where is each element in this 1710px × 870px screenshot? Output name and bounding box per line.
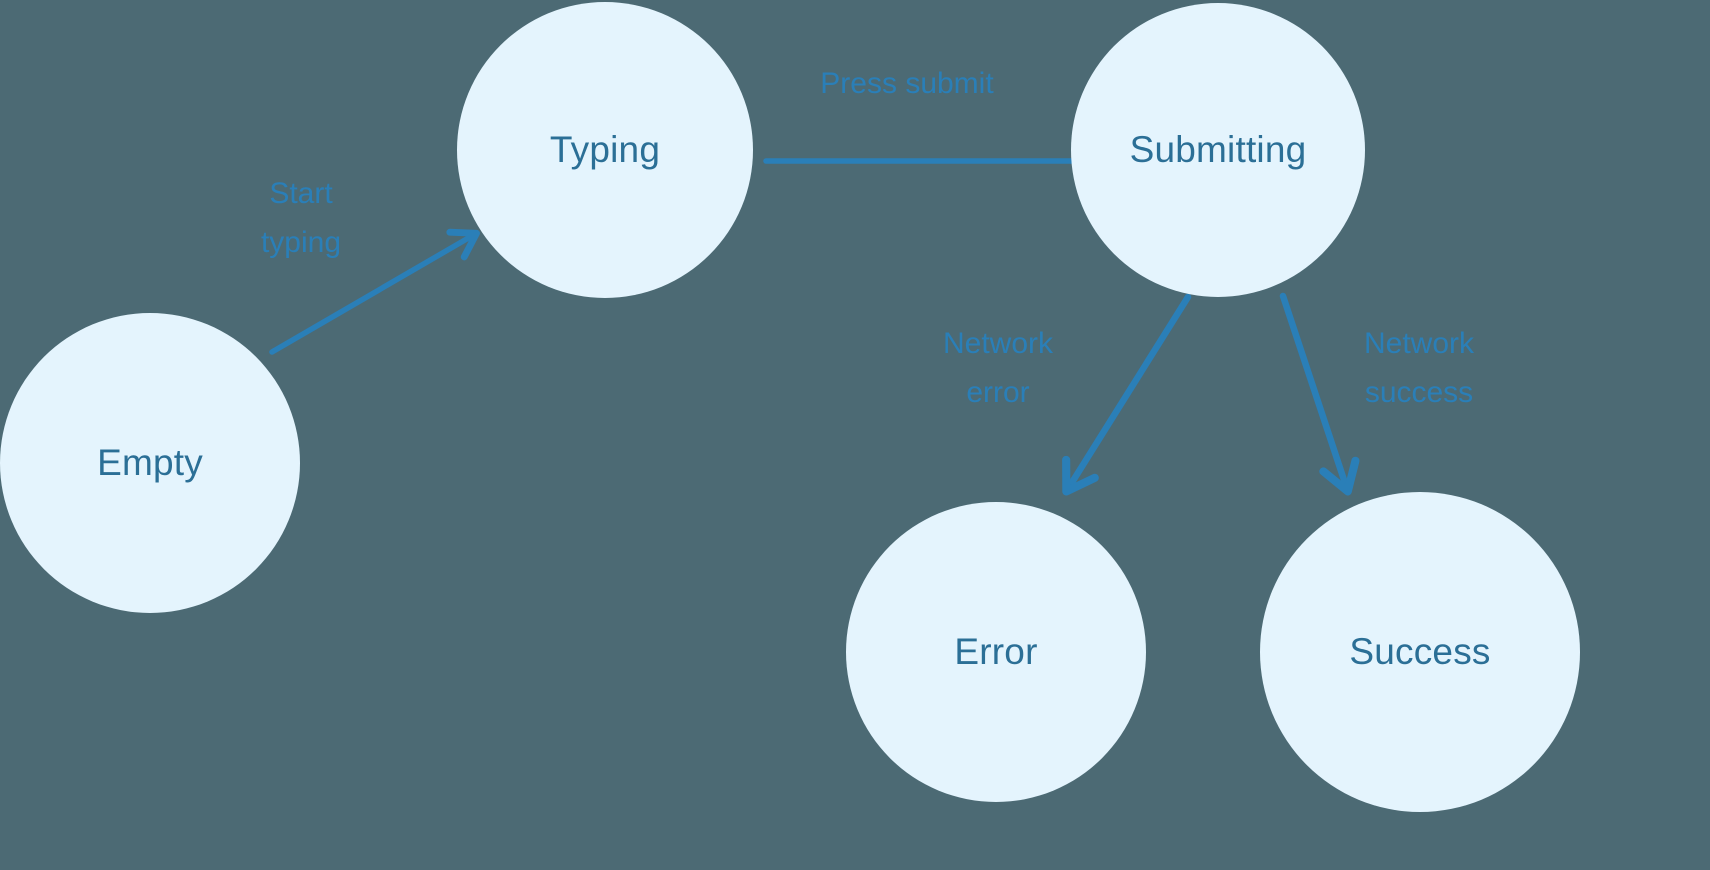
- edge-submitting-to-success: [1279, 292, 1360, 496]
- state-node-label: Submitting: [1129, 129, 1307, 170]
- state-node-label: Empty: [97, 442, 203, 483]
- state-node-label: Error: [954, 631, 1038, 672]
- state-node-submitting[interactable]: Submitting: [1071, 3, 1365, 297]
- state-node-empty[interactable]: Empty: [0, 313, 300, 613]
- state-node-success[interactable]: Success: [1260, 492, 1580, 812]
- edge-empty-to-typing: [269, 228, 480, 355]
- edge-submitting-to-error: [1062, 293, 1192, 496]
- state-node-error[interactable]: Error: [846, 502, 1146, 802]
- state-node-label: Success: [1349, 631, 1491, 672]
- state-node-label: Typing: [549, 129, 661, 170]
- state-node-typing[interactable]: Typing: [457, 2, 753, 298]
